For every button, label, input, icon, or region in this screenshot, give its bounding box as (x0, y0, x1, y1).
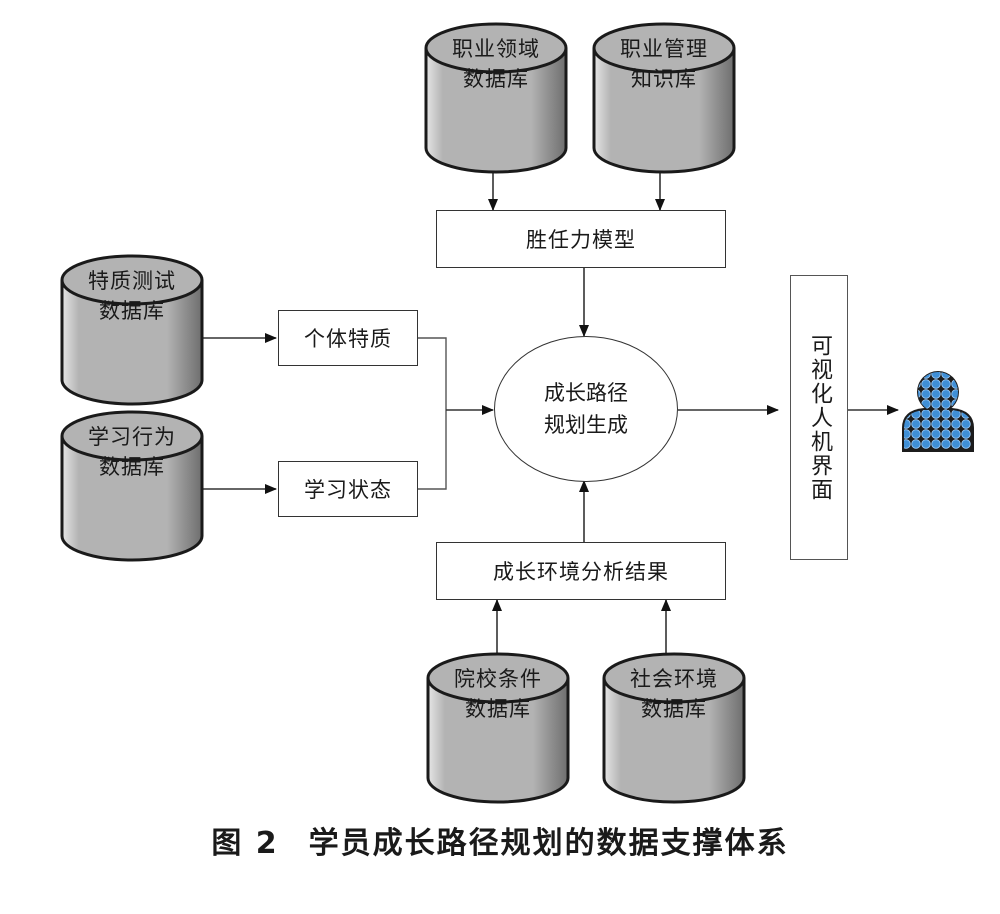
figure-number: 图 2 (211, 826, 279, 861)
env-analysis-box: 成长环境分析结果 (436, 542, 726, 600)
user-icon (900, 368, 976, 452)
database-cylinder-icon (60, 410, 204, 562)
learning-behavior-db-label: 学习行为 数据库 (88, 425, 176, 479)
career-mgmt-db-label: 职业管理 知识库 (620, 37, 708, 91)
social-env-db: 社会环境 数据库 (600, 650, 748, 810)
individual-traits-box: 个体特质 (278, 310, 418, 366)
database-cylinder-icon (602, 652, 746, 804)
career-field-db-label: 职业领域 数据库 (452, 37, 540, 91)
competency-model-box: 胜任力模型 (436, 210, 726, 268)
line-traits-to-merge (418, 337, 447, 490)
figure-caption: 图 2 学员成长路径规划的数据支撑体系 (0, 818, 1000, 862)
career-mgmt-db: 职业管理 知识库 (590, 20, 738, 180)
database-cylinder-icon (426, 652, 570, 804)
college-conditions-db-label: 院校条件 数据库 (454, 667, 542, 721)
learning-status-box: 学习状态 (278, 461, 418, 517)
database-cylinder-icon (592, 22, 736, 174)
career-field-db: 职业领域 数据库 (422, 20, 570, 180)
trait-test-db: 特质测试 数据库 (58, 252, 206, 412)
learning-behavior-db: 学习行为 数据库 (58, 408, 206, 568)
path-planning-ellipse: 成长路径 规划生成 (494, 336, 678, 482)
trait-test-db-label: 特质测试 数据库 (88, 269, 176, 323)
figure-title: 学员成长路径规划的数据支撑体系 (308, 826, 789, 861)
visual-ui-box: 可视化人机界面 (790, 275, 848, 560)
social-env-db-label: 社会环境 数据库 (630, 667, 718, 721)
database-cylinder-icon (60, 254, 204, 406)
database-cylinder-icon (424, 22, 568, 174)
college-conditions-db: 院校条件 数据库 (424, 650, 572, 810)
